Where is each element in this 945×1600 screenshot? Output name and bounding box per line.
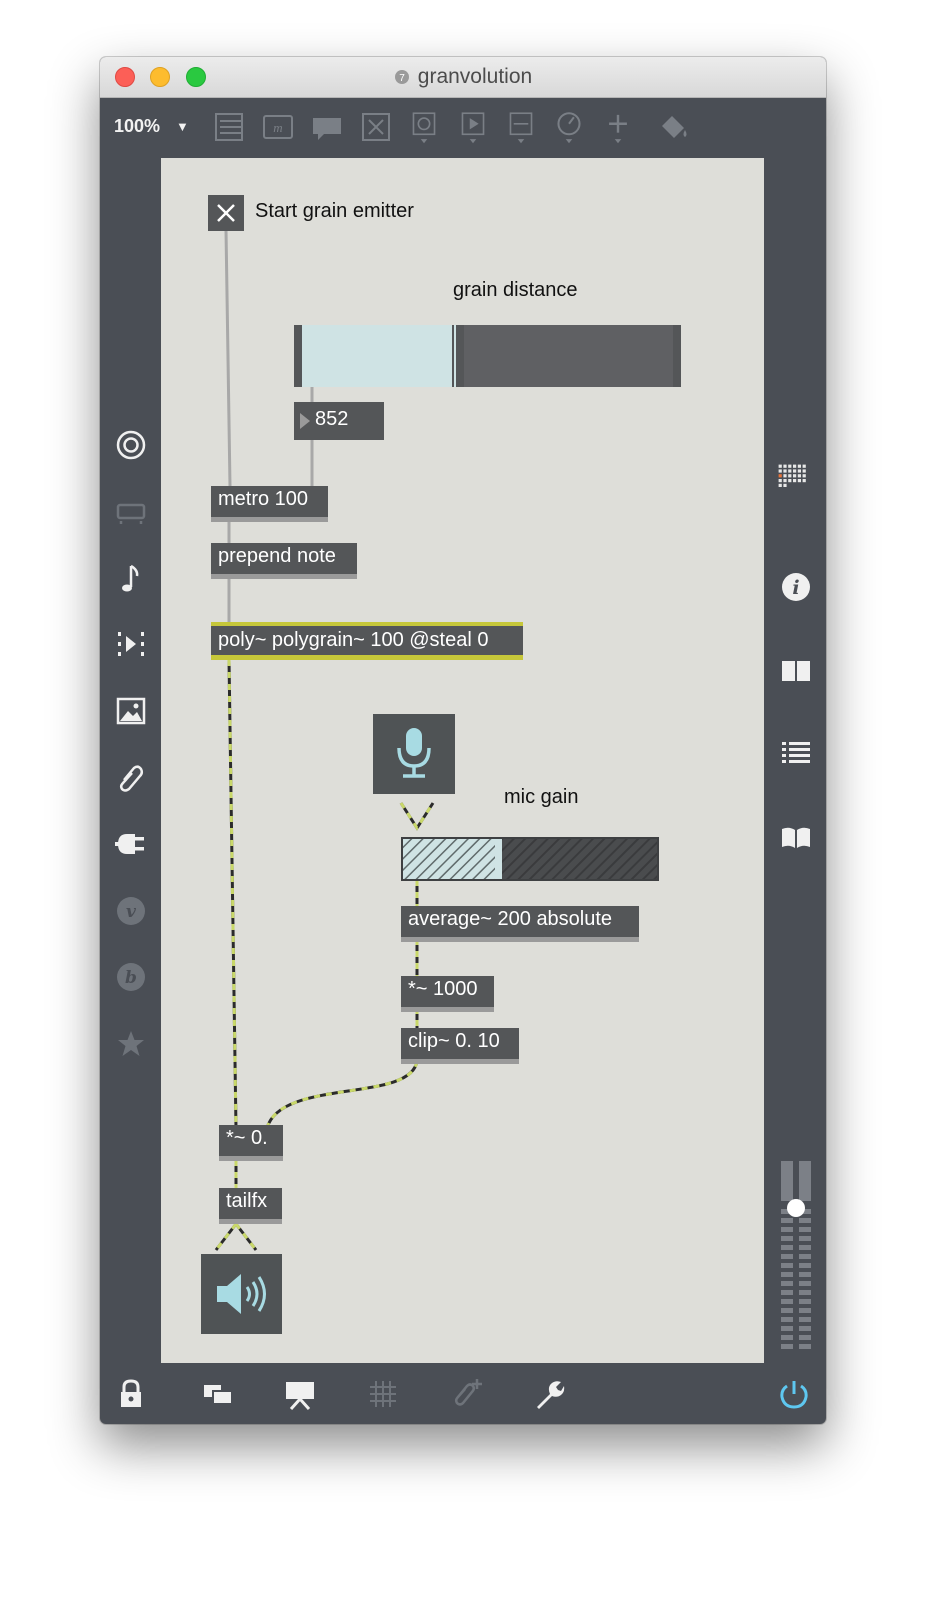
number-arrow-icon	[300, 413, 310, 429]
presentation-icon[interactable]	[283, 1377, 317, 1411]
window-title: granvolution	[417, 65, 533, 88]
prepend-object[interactable]: prepend note	[211, 543, 357, 579]
vizzie-icon[interactable]: v	[115, 895, 147, 927]
grain-distance-number[interactable]: 852	[294, 402, 384, 440]
slider-track	[302, 325, 673, 387]
left-sidebar: v b	[100, 158, 161, 1363]
svg-text:b: b	[125, 968, 137, 988]
svg-text:v: v	[126, 902, 137, 922]
volume-knob	[787, 1199, 805, 1217]
grain-distance-comment: grain distance	[453, 279, 578, 301]
start-toggle[interactable]	[208, 195, 244, 231]
zoom-dropdown-icon[interactable]: ▼	[176, 119, 189, 134]
maximize-window-button[interactable]	[186, 67, 206, 87]
svg-text:m: m	[273, 120, 282, 135]
slider-icon[interactable]	[504, 110, 538, 144]
paperclip-icon[interactable]	[115, 762, 147, 794]
patcher-window: 7 granvolution 100% ▼ m	[100, 57, 826, 1424]
comment-icon[interactable]	[310, 110, 344, 144]
add-icon[interactable]	[601, 110, 635, 144]
audio-output[interactable]	[201, 1254, 282, 1334]
grain-distance-slider[interactable]	[294, 325, 681, 387]
list-icon[interactable]	[780, 738, 812, 770]
music-note-icon[interactable]	[115, 562, 147, 594]
grain-distance-value: 852	[315, 408, 349, 430]
dial-icon[interactable]	[552, 110, 586, 144]
reference-book-icon[interactable]	[780, 821, 812, 853]
average-object[interactable]: average~ 200 absolute	[401, 906, 639, 942]
document-icon: 7	[394, 70, 409, 84]
svg-text:7: 7	[399, 73, 405, 84]
beap-icon[interactable]: b	[115, 961, 147, 993]
zoom-level[interactable]: 100%	[114, 116, 161, 136]
close-window-button[interactable]	[115, 67, 135, 87]
svg-text:i: i	[792, 577, 799, 599]
video-icon[interactable]	[115, 628, 147, 660]
mic-input[interactable]	[373, 714, 455, 794]
device-icon[interactable]	[115, 496, 147, 528]
toolbar: 100% ▼ m	[100, 98, 826, 158]
patch-cords	[214, 229, 435, 1251]
poly-object[interactable]: poly~ polygrain~ 100 @steal 0	[211, 622, 523, 660]
mic-gain-meter[interactable]	[401, 837, 659, 881]
target-icon[interactable]	[115, 429, 147, 461]
start-grain-comment: Start grain emitter	[255, 200, 414, 222]
wrench-icon[interactable]	[532, 1377, 566, 1411]
toggle-x-icon	[217, 204, 235, 222]
grid-icon[interactable]	[366, 1377, 400, 1411]
add-dependency-icon[interactable]	[450, 1377, 484, 1411]
bottom-toolbar	[100, 1363, 826, 1424]
info-icon[interactable]: i	[780, 571, 812, 603]
minimize-window-button[interactable]	[150, 67, 170, 87]
master-volume-meter[interactable]	[779, 1161, 815, 1357]
slider-knob	[452, 325, 464, 387]
tailfx-object[interactable]: tailfx	[219, 1188, 282, 1224]
play-icon[interactable]	[456, 110, 490, 144]
lock-icon[interactable]	[114, 1377, 148, 1411]
toggle-icon[interactable]	[359, 110, 393, 144]
inspector-icon[interactable]	[780, 655, 812, 687]
mic-gain-comment: mic gain	[504, 786, 579, 808]
button-icon[interactable]	[407, 110, 441, 144]
right-sidebar: i	[764, 158, 826, 1363]
paint-bucket-icon[interactable]	[656, 110, 690, 144]
title-bar: 7 granvolution	[100, 57, 826, 98]
microphone-icon	[397, 728, 431, 778]
plug-icon[interactable]	[115, 828, 147, 860]
speaker-icon	[217, 1274, 266, 1314]
slider-fill	[302, 325, 454, 387]
power-icon[interactable]	[777, 1377, 811, 1411]
grid-panel-icon[interactable]	[777, 463, 809, 495]
clip-object[interactable]: clip~ 0. 10	[401, 1028, 519, 1064]
patch-canvas[interactable]: Start grain emitter grain distance 852 m…	[161, 158, 764, 1363]
metro-object[interactable]: metro 100	[211, 486, 328, 522]
message-icon[interactable]: m	[261, 110, 295, 144]
output-multiply-object[interactable]: *~ 0.	[219, 1125, 283, 1161]
window-title-area: 7 granvolution	[100, 65, 826, 89]
windows-icon[interactable]	[201, 1377, 235, 1411]
image-icon[interactable]	[115, 695, 147, 727]
signal-multiply-object[interactable]: *~ 1000	[401, 976, 494, 1012]
meter-graphic	[403, 839, 657, 879]
new-object-icon[interactable]	[212, 110, 246, 144]
star-icon[interactable]	[115, 1028, 147, 1060]
